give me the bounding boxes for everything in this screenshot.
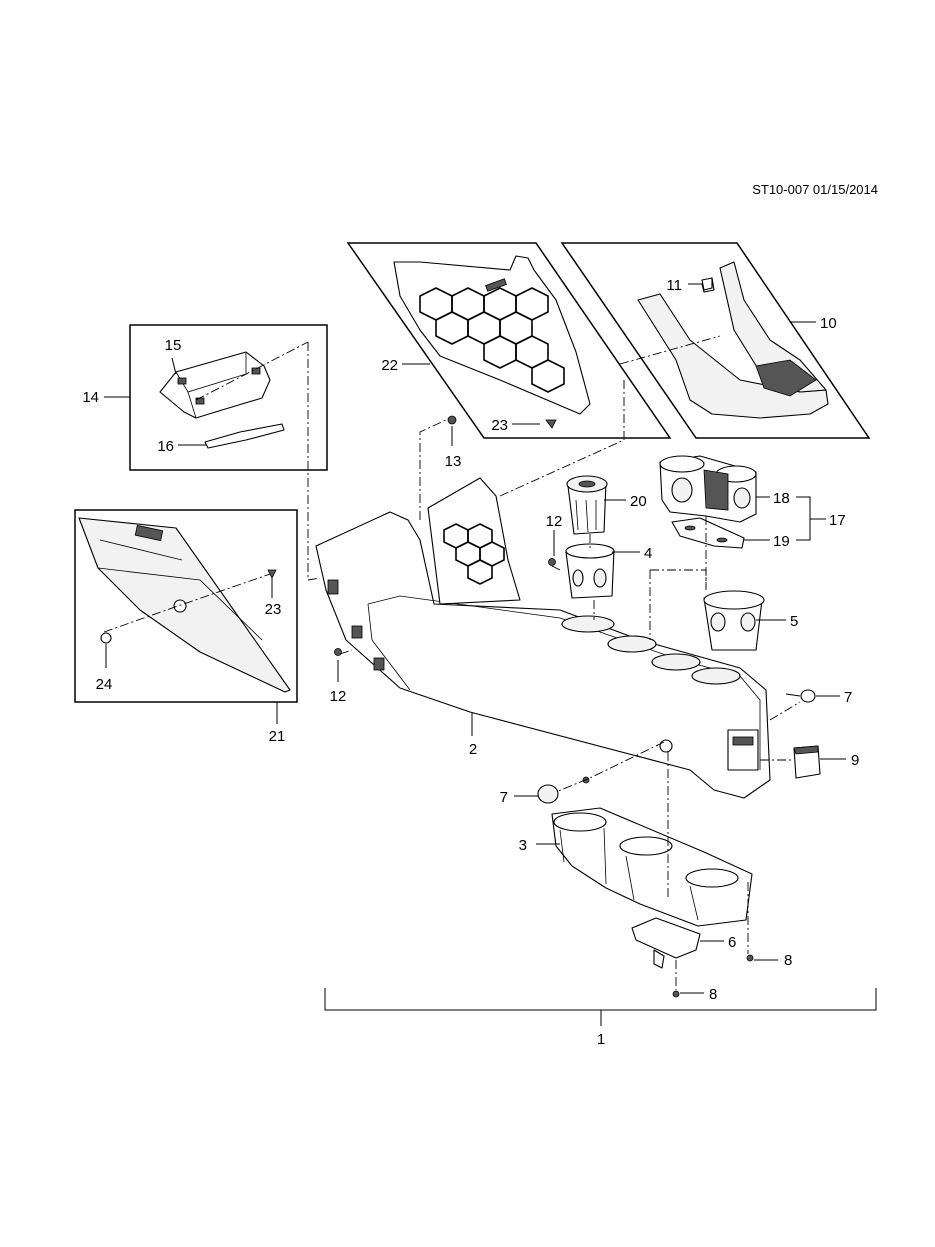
callout-7-left: 7: [500, 789, 508, 806]
callout-9: 9: [851, 752, 859, 769]
part-21-panel: [78, 517, 291, 693]
callout-12-left: 12: [330, 688, 347, 705]
callout-17: 17: [829, 512, 846, 529]
fasteners: [100, 277, 816, 998]
callout-13: 13: [445, 453, 462, 470]
assembly-lines: [103, 335, 801, 990]
part-4-cup: [565, 543, 615, 599]
part-22-grille: [393, 255, 591, 415]
callout-14: 14: [82, 389, 99, 406]
leader-lines: [104, 283, 877, 1026]
callout-2: 2: [469, 741, 477, 758]
part-18-cupholder: [659, 455, 757, 523]
callout-15: 15: [165, 337, 182, 354]
callouts: 1 2 3 4 5 6 7 7 8 8 9 10 11 12 12 13 14 …: [82, 277, 859, 1048]
part-20-insert: [566, 475, 608, 535]
callout-12-top: 12: [546, 513, 563, 530]
callout-23-left: 23: [265, 601, 282, 618]
inset-box-22: [346, 242, 672, 439]
callout-11: 11: [666, 277, 682, 294]
callout-10: 10: [820, 315, 837, 332]
part-2-console: [315, 477, 771, 799]
part-6-bracket: [631, 917, 701, 969]
part-9-switch: [793, 745, 821, 779]
callout-4: 4: [644, 545, 652, 562]
callout-20: 20: [630, 493, 647, 510]
callout-8-right: 8: [784, 952, 792, 969]
inset-box-10: [560, 242, 871, 439]
part-19-bracket: [671, 517, 745, 549]
callout-22: 22: [381, 357, 398, 374]
callout-5: 5: [790, 613, 798, 630]
part-5-cup: [703, 590, 765, 651]
callout-1: 1: [597, 1031, 605, 1048]
callout-6: 6: [728, 934, 736, 951]
part-16-strip: [204, 423, 285, 449]
callout-23-top: 23: [491, 417, 508, 434]
part-7-clip-right: [800, 689, 816, 703]
part-15-bracket: [159, 351, 271, 419]
callout-24: 24: [96, 676, 113, 693]
part-3-tray: [551, 807, 753, 927]
callout-8-bottom: 8: [709, 986, 717, 1003]
part-7-clip-left: [537, 784, 559, 804]
callout-7-right: 7: [844, 689, 852, 706]
callout-3: 3: [519, 837, 527, 854]
inset-box-21: [74, 509, 298, 703]
part-10-trim: [637, 261, 829, 419]
reference-code: ST10-007 01/15/2014: [752, 182, 878, 197]
callout-21: 21: [269, 728, 286, 745]
callout-18: 18: [773, 490, 790, 507]
callout-19: 19: [773, 533, 790, 550]
callout-16: 16: [157, 438, 174, 455]
